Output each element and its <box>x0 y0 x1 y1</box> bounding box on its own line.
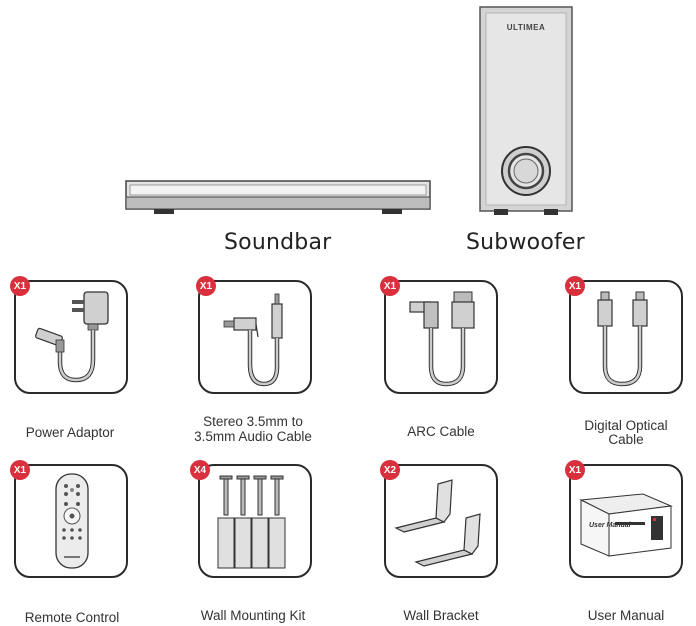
manual-cover-title: User Manual <box>589 522 631 529</box>
item-card-wall-mounting-kit <box>198 464 312 578</box>
item-label-user-manual: User Manual <box>587 608 665 623</box>
item-label-power-adaptor: Power Adaptor <box>25 425 115 440</box>
item-card-audio-cable <box>198 280 312 394</box>
hdmi-cable-icon <box>409 291 475 387</box>
wall-bracket-icon <box>394 479 481 567</box>
item-label-audio-cable-line2: 3.5mm Audio Cable <box>194 429 312 444</box>
subwoofer-illustration: ULTIMEA <box>476 5 576 220</box>
power-adaptor-icon <box>35 291 109 383</box>
audio-cable-icon <box>223 293 283 387</box>
quantity-badge: X1 <box>565 276 585 296</box>
item-card-optical-cable <box>569 280 683 394</box>
item-label-optical-cable-line2: Cable <box>608 432 644 447</box>
screws-and-anchors-icon <box>217 475 286 569</box>
soundbar-label: Soundbar <box>224 230 332 255</box>
quantity-badge: X1 <box>565 460 585 480</box>
item-label-wall-mounting-kit: Wall Mounting Kit <box>200 608 306 623</box>
quantity-badge: X1 <box>10 460 30 480</box>
item-card-remote-control <box>14 464 128 578</box>
item-card-power-adaptor <box>14 280 128 394</box>
quantity-badge: X1 <box>196 276 216 296</box>
item-label-remote-control: Remote Control <box>24 610 120 625</box>
optical-cable-icon <box>597 291 648 387</box>
item-card-arc-cable <box>384 280 498 394</box>
remote-control-icon <box>55 473 89 569</box>
user-manual-icon <box>579 493 673 557</box>
item-label-arc-cable: ARC Cable <box>407 424 475 439</box>
item-label-wall-bracket: Wall Bracket <box>403 608 479 623</box>
soundbar-illustration <box>120 175 436 220</box>
quantity-badge: X1 <box>10 276 30 296</box>
item-label-optical-cable-line1: Digital Optical <box>584 418 668 433</box>
subwoofer-label: Subwoofer <box>466 230 585 255</box>
item-card-user-manual: User Manual <box>569 464 683 578</box>
subwoofer-brand-logo: ULTIMEA <box>506 23 546 32</box>
quantity-badge: X2 <box>380 460 400 480</box>
quantity-badge: X4 <box>190 460 210 480</box>
quantity-badge: X1 <box>380 276 400 296</box>
item-label-audio-cable-line1: Stereo 3.5mm to <box>203 414 303 429</box>
item-card-wall-bracket <box>384 464 498 578</box>
